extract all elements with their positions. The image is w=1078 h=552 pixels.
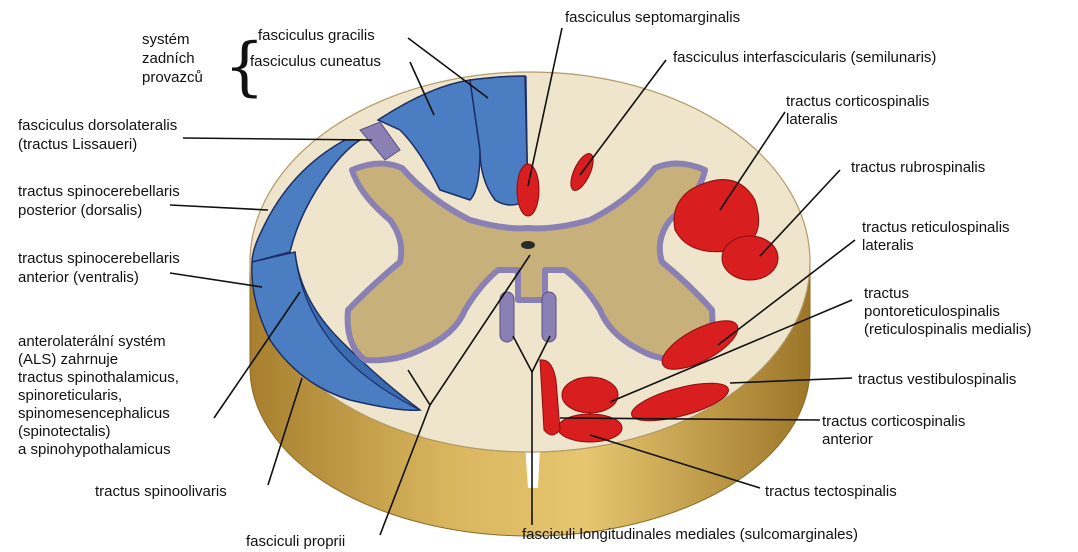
- group-label-line1: systém: [142, 31, 190, 48]
- fasciculus-septomarginalis: [517, 164, 539, 216]
- label-pontoreticulospinalis-line1: tractus: [864, 285, 909, 302]
- label-tectospinalis: tractus tectospinalis: [765, 483, 897, 500]
- label-spinocerebellaris-anterior-line1: tractus spinocerebellaris: [18, 250, 180, 267]
- label-als-line1: anterolaterální systém: [18, 333, 166, 350]
- label-als-line7: a spinohypothalamicus: [18, 441, 171, 458]
- label-pontoreticulospinalis-line2: pontoreticulospinalis: [864, 303, 1000, 320]
- label-corticospinalis-lateralis-line1: tractus corticospinalis: [786, 93, 929, 110]
- label-spinoolivaris: tractus spinoolivaris: [95, 483, 227, 500]
- group-label-line2: zadních: [142, 50, 195, 67]
- label-dorsolateralis-line2: (tractus Lissaueri): [18, 136, 137, 153]
- label-als-line3: tractus spinothalamicus,: [18, 369, 179, 386]
- label-vestibulospinalis: tractus vestibulospinalis: [858, 371, 1016, 388]
- label-rubrospinalis: tractus rubrospinalis: [851, 159, 985, 176]
- label-fasciculus-interfascicularis: fasciculus interfascicularis (semilunari…: [673, 49, 936, 66]
- label-corticospinalis-anterior-line1: tractus corticospinalis: [822, 413, 965, 430]
- label-fasciculus-septomarginalis: fasciculus septomarginalis: [565, 9, 740, 26]
- label-fasciculus-gracilis: fasciculus gracilis: [258, 27, 375, 44]
- group-label-line3: provazců: [142, 69, 203, 86]
- label-fasciculus-cuneatus: fasciculus cuneatus: [250, 53, 381, 70]
- label-fasciculi-longitudinales: fasciculi longitudinales mediales (sulco…: [522, 526, 858, 543]
- label-reticulospinalis-lateralis-line1: tractus reticulospinalis: [862, 219, 1010, 236]
- label-corticospinalis-lateralis-line2: lateralis: [786, 111, 838, 128]
- label-als-line2: (ALS) zahrnuje: [18, 351, 118, 368]
- label-corticospinalis-anterior-line2: anterior: [822, 431, 873, 448]
- label-spinocerebellaris-posterior-line2: posterior (dorsalis): [18, 202, 142, 219]
- tractus-rubrospinalis: [722, 236, 778, 280]
- fasciculi-longitudinales-right: [542, 292, 556, 342]
- label-als-line6: (spinotectalis): [18, 423, 111, 440]
- label-als-line5: spinomesencephalicus: [18, 405, 170, 422]
- label-fasciculi-proprii: fasciculi proprii: [246, 533, 345, 550]
- label-als-line4: spinoreticularis,: [18, 387, 122, 404]
- central-canal: [521, 241, 535, 249]
- label-dorsolateralis-line1: fasciculus dorsolateralis: [18, 117, 177, 134]
- label-pontoreticulospinalis-line3: (reticulospinalis medialis): [864, 321, 1032, 338]
- fasciculi-longitudinales-left: [500, 292, 514, 342]
- label-spinocerebellaris-posterior-line1: tractus spinocerebellaris: [18, 183, 180, 200]
- label-spinocerebellaris-anterior-line2: anterior (ventralis): [18, 269, 139, 286]
- tractus-pontoreticulospinalis: [562, 377, 618, 413]
- label-reticulospinalis-lateralis-line2: lateralis: [862, 237, 914, 254]
